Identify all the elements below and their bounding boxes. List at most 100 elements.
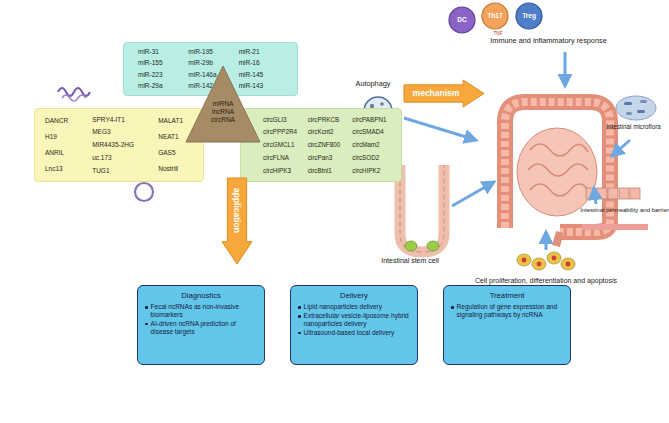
intestine-loops [528, 144, 588, 196]
mechanism-pointer [452, 182, 494, 206]
bacterium [626, 112, 632, 115]
barrier-band [582, 224, 648, 230]
circrna-list-box-text: circGLI3 [263, 116, 308, 124]
lncrna-list-box-text: ANRIL [45, 149, 68, 157]
immune-cell-text: Treg [522, 12, 536, 20]
application-card-text: Diagnostics [145, 291, 257, 300]
circrna-list-box-text: circZNF800 [308, 141, 353, 149]
mechanism-pointer [564, 52, 567, 86]
mirna-list-box-text: miR-195 [188, 48, 238, 56]
circrna-list-box-text: circMam2 [352, 141, 397, 149]
application-arrow: application [222, 178, 252, 264]
bullet-item: AI-driven ncRNA prediction of disease ta… [145, 320, 257, 336]
ncrna-triangle-shape [186, 66, 260, 142]
mechanism-pointer [545, 232, 548, 250]
immune-cell-content: Treg [515, 2, 543, 30]
epithelial-cell [597, 188, 607, 199]
mechanism-label: Immune and inflammatory response [466, 37, 631, 45]
rna-strand [62, 95, 86, 101]
application-card-content: DeliveryLipid nanoparticles deliveryExtr… [291, 286, 417, 364]
bullet-dot [298, 306, 301, 309]
microflora-blob [616, 96, 656, 120]
mirna-list-box-text: miR-223 [138, 71, 188, 79]
circrna-list-box-text: circFLNA [263, 154, 308, 162]
mirna-list-box-text: miR-146a [188, 71, 238, 79]
immune-cell: DC [448, 6, 476, 34]
lncrna-list-box-text: H19 [45, 133, 68, 141]
circrna-list-box-text: circGMCL1 [263, 141, 308, 149]
circrna-list-box: circGLI3circPRKCBcircPABPN1circPPP2R4cir… [240, 108, 402, 182]
lncrna-list-box-text: GAS5 [158, 149, 183, 157]
mechanism-arrow-shape [404, 80, 484, 107]
stem-cell [427, 241, 439, 251]
lncrna-list-box-content: DANCRH19ANRILLnc13SPRY4-IT1MEG3MIR4435-2… [35, 109, 203, 181]
ncrna-triangle-text: lncRNA [212, 108, 234, 116]
circrna-list-box-text: circBtnl1 [308, 167, 353, 175]
application-card-text: Lipid nanoparticles delivery [304, 303, 382, 311]
application-card-text: Ultrasound-based local delivery [304, 329, 395, 337]
application-card-text: AI-driven ncRNA prediction of disease ta… [151, 320, 257, 336]
lncrna-list-box-text: TUG1 [92, 167, 134, 175]
cytokine-label: TNF [486, 31, 510, 36]
application-card-text: Regulation of gene expression and signal… [457, 303, 563, 319]
stem-cell [405, 241, 417, 251]
circrna-list-box-content: circGLI3circPRKCBcircPABPN1circPPP2R4cir… [241, 109, 401, 181]
mechanism-label: Autophagy [340, 80, 406, 88]
lncrna-list-box-text: uc.173 [92, 154, 134, 162]
ncrna-triangle-text: miRNA [213, 100, 234, 108]
lncrna-list-box-text: MIR4435-2HG [92, 141, 134, 149]
dividing-cell [547, 252, 561, 264]
ncrna-triangle-content: miRNAlncRNAcircRNA [186, 66, 260, 142]
bacterium [624, 102, 632, 105]
lncrna-list-box-text: NEAT1 [158, 133, 183, 141]
immune-cell-text: DC [457, 16, 466, 24]
bacterium [640, 100, 647, 103]
ncrna-triangle: miRNAlncRNAcircRNA [186, 66, 260, 142]
circrna-ring [135, 183, 153, 201]
mirna-list-box-text: miR-155 [138, 59, 188, 67]
immune-cell-content: DC [448, 6, 476, 34]
crypt-cells [400, 165, 444, 252]
mechanism-arrow: mechanism [404, 80, 484, 107]
application-card-text: Delivery [298, 291, 410, 300]
circrna-list-box-text: circHIPK3 [263, 167, 308, 175]
lncrna-list-box-text: MEG3 [92, 128, 134, 136]
application-card-text: Fecal ncRNAs as non-invasive biomarkers [151, 303, 257, 319]
immune-cell-shape [449, 7, 475, 33]
immune-cell: Treg [515, 2, 543, 30]
mirna-list-box: miR-31miR-195miR-21miR-155miR-29bmiR-16m… [123, 42, 298, 96]
autophagy-cargo [380, 102, 384, 106]
immune-cell-shape [482, 3, 508, 29]
application-card-content: DiagnosticsFecal ncRNAs as non-invasive … [138, 286, 264, 364]
mirna-list-box-text: miR-31 [138, 48, 188, 56]
rectum [556, 232, 560, 246]
mirna-list-box-text: miR-143 [239, 82, 289, 90]
dividing-cell [517, 254, 531, 266]
bullet-dot [298, 332, 301, 335]
cell-nucleus [552, 256, 557, 261]
bullet-dot [145, 306, 148, 309]
cell-nucleus [566, 262, 571, 267]
bullet-item: Regulation of gene expression and signal… [451, 303, 563, 319]
application-card-text: Extracellular vesicle-liposome hybrid na… [304, 312, 410, 328]
mechanism-label: Intestinal permeability and barrier [560, 207, 669, 214]
mechanism-pointer [612, 140, 630, 156]
circrna-list-box-text: circPPP2R4 [263, 128, 308, 136]
lncrna-list-box-text: Nostrill [158, 165, 183, 173]
mechanism-label: Intestinal microflora [598, 123, 669, 130]
bullet-item: Extracellular vesicle-liposome hybrid na… [298, 312, 410, 328]
bullet-dot [451, 306, 454, 309]
ncrna-triangle-text: circRNA [211, 116, 235, 124]
mirna-list-box-text: miR-29b [188, 59, 238, 67]
circrna-list-box-text: circSOD2 [352, 154, 397, 162]
circrna-list-box-text: circSMAD4 [352, 128, 397, 136]
list-column: SPRY4-IT1MEG3MIR4435-2HGuc.173TUG1 [92, 113, 134, 177]
application-card-text: Treatment [451, 291, 563, 300]
application-card: DiagnosticsFecal ncRNAs as non-invasive … [137, 285, 265, 365]
mechanism-arrow-content: mechanism [404, 80, 484, 107]
lncrna-list-box-text: DANCR [45, 117, 68, 125]
mechanism-pointer [594, 188, 596, 204]
mechanism-pointer [404, 118, 476, 140]
lncrna-list-box-text: MALAT1 [158, 117, 183, 125]
